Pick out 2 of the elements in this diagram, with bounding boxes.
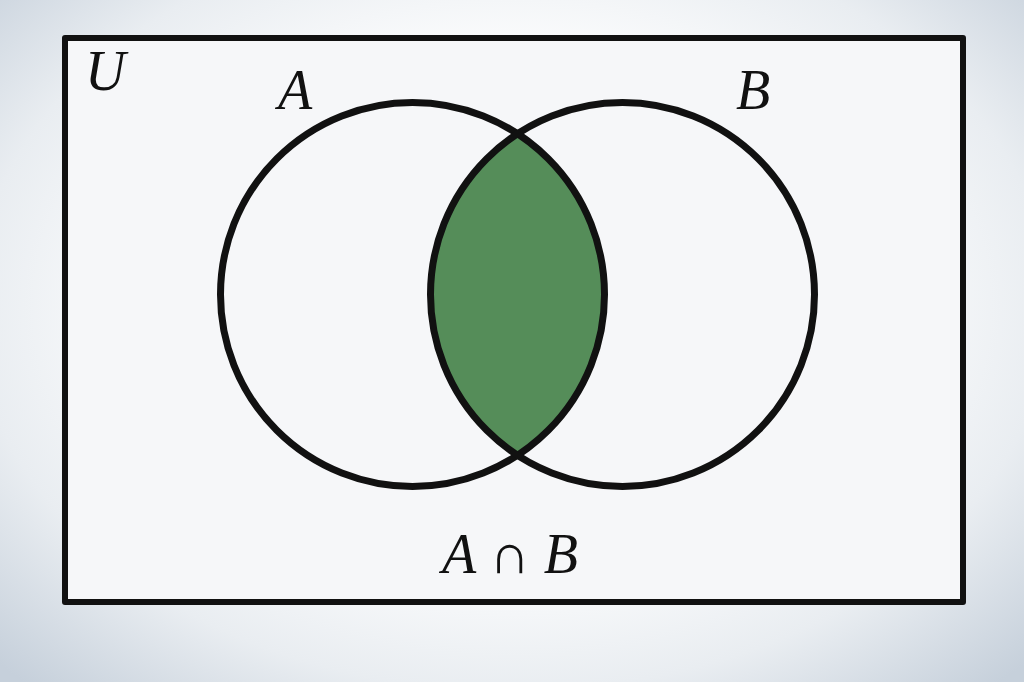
set-label: B — [736, 62, 771, 118]
universe-rectangle — [62, 35, 966, 605]
